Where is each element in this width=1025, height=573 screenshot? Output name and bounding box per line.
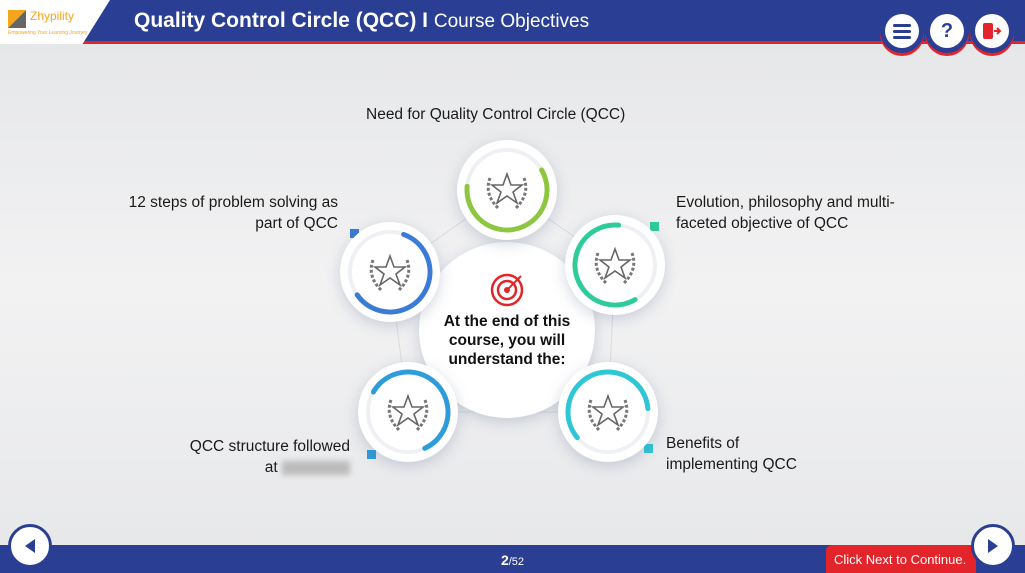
logo-mark xyxy=(8,10,26,28)
progress-arc xyxy=(572,222,658,308)
help-button[interactable]: ? xyxy=(930,14,964,48)
section-title: Course Objectives xyxy=(433,11,590,32)
page-total: /52 xyxy=(508,556,525,568)
target-icon xyxy=(490,273,524,307)
progress-arc xyxy=(464,147,550,233)
progress-arc xyxy=(365,369,451,455)
laurel-star-icon xyxy=(387,393,429,432)
objective-node xyxy=(340,222,440,322)
progress-arc xyxy=(565,369,651,455)
objective-label-3: Benefits of implementing QCC xyxy=(666,435,797,473)
laurel-star-icon xyxy=(594,246,636,285)
objective-node xyxy=(358,362,458,462)
center-text: At the end of this course, you will unde… xyxy=(443,313,571,368)
continue-hint: Click Next to Continue. xyxy=(826,545,976,573)
brand-tagline: Empowering Your Learning Journey xyxy=(8,30,88,36)
footer: 2/52 Click Next to Continue. xyxy=(0,545,1025,573)
exit-button[interactable] xyxy=(975,14,1009,48)
page-title: Quality Control Circle (QCC) I Course Ob… xyxy=(134,9,589,33)
arrow-right-icon xyxy=(988,539,998,553)
objective-node xyxy=(565,215,665,315)
objective-label-4-text: QCC structure followed at xyxy=(189,438,350,476)
progress-arc xyxy=(347,229,433,315)
objective-label-5: 12 steps of problem solving as part of Q… xyxy=(128,194,338,232)
help-icon: ? xyxy=(940,19,954,42)
objective-label-1: Need for Quality Control Circle (QCC) xyxy=(366,106,626,123)
course-title: Quality Control Circle (QCC) I xyxy=(134,9,429,32)
objective-label-4: QCC structure followed at xyxy=(180,436,350,478)
laurel-star-icon xyxy=(587,393,629,432)
objective-label-2: Evolution, philosophy and multi-faceted … xyxy=(676,194,895,232)
next-button[interactable] xyxy=(971,524,1015,568)
page-counter: 2/52 xyxy=(0,552,1025,568)
objective-node xyxy=(558,362,658,462)
redacted-text xyxy=(282,460,350,475)
arrow-left-icon xyxy=(25,539,35,553)
brand-name: Zhypility xyxy=(30,9,75,23)
menu-button[interactable] xyxy=(885,14,919,48)
previous-button[interactable] xyxy=(8,524,52,568)
menu-icon xyxy=(893,24,911,39)
laurel-star-icon xyxy=(369,253,411,292)
laurel-star-icon xyxy=(486,171,528,210)
header: Zhypility Empowering Your Learning Journ… xyxy=(0,0,1025,48)
objective-node xyxy=(457,140,557,240)
page-current: 2 xyxy=(500,552,509,568)
exit-icon xyxy=(983,23,1002,39)
